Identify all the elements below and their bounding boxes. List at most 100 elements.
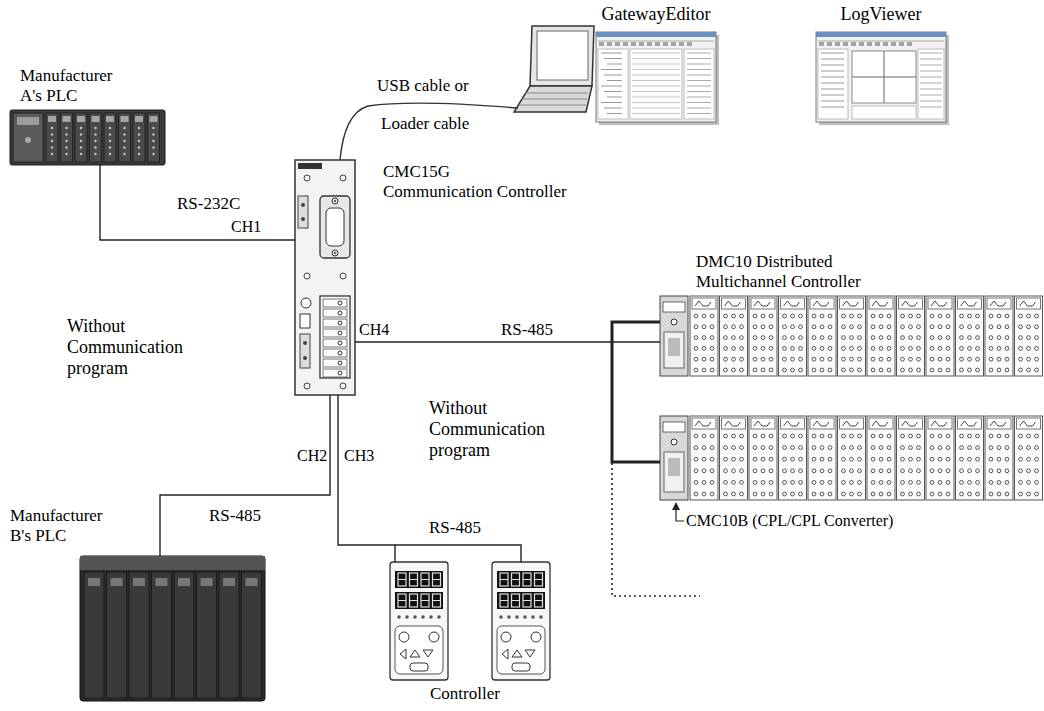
dmc10-illustration-part: [753, 325, 757, 329]
cmc15g-illustration-part: [326, 208, 344, 246]
dmc10-illustration-part: [732, 357, 736, 361]
plc-a-illustration-part: [138, 127, 140, 129]
software-screenshot-part: [821, 101, 844, 102]
plc-a-illustration-part: [77, 116, 85, 122]
dmc10-illustration-part: [909, 325, 913, 329]
dmc10-illustration-part: [783, 357, 787, 361]
cmc15g-illustration-part: [323, 329, 347, 337]
connector-label: RS-485: [428, 518, 482, 538]
dmc10-illustration-part: [902, 421, 918, 426]
plc-a-illustration-part: [94, 140, 96, 142]
dmc10-illustration-part: [990, 421, 1006, 426]
software-screenshot-part: [601, 86, 622, 87]
plc-a-illustration-part: [123, 153, 125, 155]
software-screenshot-part: [843, 42, 848, 46]
dmc10-illustration-part: [1005, 492, 1009, 496]
laptop-illustration: [514, 26, 594, 112]
dmc10-illustration-part: [753, 446, 757, 450]
plc-a-illustration-part: [94, 127, 96, 129]
dmc10-illustration-part: [976, 469, 980, 473]
plc-a-illustration-part: [51, 127, 53, 129]
device-label: GatewayEditor: [602, 4, 711, 25]
dmc10-illustration-part: [976, 434, 980, 438]
dmc10-illustration-part: [909, 446, 913, 450]
dmc10-illustration-part: [732, 492, 736, 496]
controller-illustration-part: [429, 632, 439, 642]
plc-a-illustration-part: [75, 113, 87, 162]
dmc10-illustration-part: [899, 298, 923, 309]
dmc10-illustration-part: [761, 357, 765, 361]
dmc10-illustration-part: [812, 434, 816, 438]
dmc10-illustration-part: [938, 336, 942, 340]
dmc10-illustration-part: [858, 446, 862, 450]
dmc10-illustration-part: [843, 421, 859, 426]
dmc10-illustration-part: [976, 368, 980, 372]
software-screenshot-part: [821, 53, 844, 54]
dmc10-illustration-part: [664, 452, 684, 492]
dmc10-illustration-part: [968, 434, 972, 438]
controller-illustration-part: [535, 580, 543, 601]
dmc10-illustration-part: [820, 492, 824, 496]
dmc10-illustration-part: [871, 492, 875, 496]
controller-illustration-part: [437, 615, 441, 619]
plc-a-illustration-part: [138, 140, 140, 142]
dmc10-illustration-part: [702, 325, 706, 329]
plc-a-illustration-part: [61, 113, 73, 162]
dmc10-illustration-part: [1005, 314, 1009, 318]
dmc10-illustration-part: [838, 296, 866, 376]
dmc10-illustration-part: [926, 416, 954, 500]
dmc10-illustration-part: [753, 347, 757, 351]
plc-b-illustration-part: [156, 578, 168, 586]
dmc10-illustration-part: [930, 368, 934, 372]
dmc10-illustration-part: [783, 314, 787, 318]
dmc10-illustration-part: [871, 446, 875, 450]
dmc10-illustration-part: [879, 492, 883, 496]
dmc10-illustration-part: [740, 446, 744, 450]
dmc10-illustration-part: [784, 301, 800, 306]
dmc10-illustration-part: [901, 325, 905, 329]
dmc10-illustration-part: [769, 492, 773, 496]
dmc10-illustration-part: [872, 301, 888, 306]
plc-a-illustration-part: [17, 117, 39, 125]
dmc10-illustration-part: [926, 296, 954, 376]
cmc15g-illustration-part: [323, 349, 347, 357]
dmc10-illustration-part: [1027, 347, 1031, 351]
dmc10-illustration-part: [761, 347, 765, 351]
dmc10-illustration-part: [989, 314, 993, 318]
dmc10-illustration-part: [702, 347, 706, 351]
dmc10-illustration-part: [858, 314, 862, 318]
dmc10-illustration-part: [842, 347, 846, 351]
dmc10-illustration-part: [751, 298, 775, 309]
dmc10-illustration-part: [791, 347, 795, 351]
dmc10-illustration-part: [968, 469, 972, 473]
note-text: Without Communication program: [428, 398, 560, 461]
cmc15g-illustration-part: [323, 299, 347, 307]
dmc10-illustration-part: [761, 314, 765, 318]
dmc10-illustration-part: [783, 481, 787, 485]
dmc10-illustration: [660, 416, 1043, 500]
dmc10-illustration-part: [1019, 446, 1023, 450]
dmc10-illustration-part: [842, 492, 846, 496]
dmc10-illustration-part: [946, 434, 950, 438]
dmc10-illustration-part: [791, 446, 795, 450]
cmc15g-illustration-part: [332, 250, 338, 256]
dmc10-illustration-part: [946, 357, 950, 361]
dmc10-illustration-part: [930, 314, 934, 318]
plc-a-illustration-part: [135, 116, 143, 122]
plc-b-illustration-part: [111, 578, 123, 586]
controller-illustration-part: [413, 615, 417, 619]
dmc10-illustration-part: [722, 298, 746, 309]
software-screenshot-part: [615, 42, 620, 46]
dmc10-illustration-part: [990, 301, 1006, 306]
dmc10-illustration-part: [938, 446, 942, 450]
dmc10-illustration-part: [799, 446, 803, 450]
dmc10-illustration-part: [850, 434, 854, 438]
controller-illustration-part: [410, 580, 418, 601]
dmc10-illustration-part: [989, 357, 993, 361]
software-screenshot-part: [899, 42, 904, 46]
controller-illustration-part: [531, 632, 541, 642]
dmc10-illustration-part: [997, 368, 1001, 372]
dmc10-illustration-part: [694, 368, 698, 372]
dmc10-illustration-part: [740, 492, 744, 496]
controller-daisy-chain-wire-part: [395, 545, 521, 562]
